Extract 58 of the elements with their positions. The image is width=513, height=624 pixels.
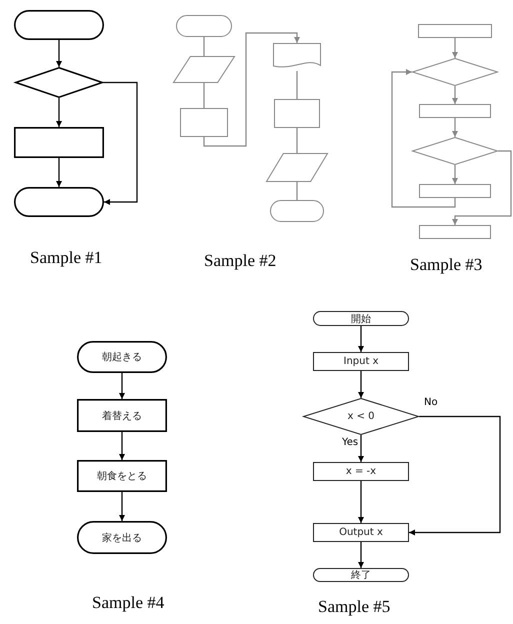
arrow <box>391 69 456 208</box>
connector-line <box>296 128 298 153</box>
arrow <box>409 416 501 536</box>
arrow <box>358 326 364 352</box>
decision-diamond <box>15 67 103 98</box>
arrow <box>119 432 125 460</box>
process-box <box>418 24 492 38</box>
arrow <box>103 82 138 205</box>
decision-diamond <box>412 58 498 86</box>
arrow <box>358 371 364 398</box>
arrow <box>358 542 364 568</box>
arrow <box>452 165 458 184</box>
arrow <box>452 86 458 104</box>
edge-label: Yes <box>341 437 360 448</box>
process-box: 着替える <box>77 399 167 432</box>
arrow <box>452 118 458 137</box>
arrow <box>358 481 364 523</box>
input-output-shape <box>266 153 328 182</box>
process-box <box>419 184 491 198</box>
arrow <box>56 158 62 187</box>
decision-diamond: x < 0 <box>303 398 419 435</box>
sample-caption: Sample #3 <box>410 255 482 275</box>
arrow <box>56 98 62 127</box>
terminal-shape: 朝起きる <box>77 341 167 373</box>
process-box <box>180 108 228 137</box>
process-box <box>419 225 491 239</box>
sample-caption: Sample #5 <box>318 597 390 617</box>
connector-line <box>203 37 205 56</box>
process-box: Output x <box>313 523 409 542</box>
arrow <box>119 373 125 399</box>
arrow <box>358 435 364 462</box>
terminal-shape: 開始 <box>313 311 409 326</box>
arrow <box>452 38 458 58</box>
terminal-shape <box>176 15 232 37</box>
process-box: x = -x <box>313 462 409 481</box>
arrow <box>203 32 300 147</box>
input-output-shape <box>173 56 235 83</box>
terminal-shape <box>14 187 104 217</box>
process-box: Input x <box>313 352 409 371</box>
process-box <box>274 99 320 128</box>
connector-line <box>296 71 298 99</box>
process-box <box>14 127 104 158</box>
process-box: 朝食をとる <box>77 460 167 492</box>
terminal-shape: 家を出る <box>77 521 167 554</box>
connector-line <box>203 83 205 108</box>
terminal-shape: 終了 <box>313 568 409 582</box>
terminal-shape <box>14 10 104 40</box>
arrow <box>452 150 512 225</box>
terminal-shape <box>270 200 324 222</box>
edge-label: No <box>423 397 439 408</box>
sample-caption: Sample #2 <box>204 251 276 271</box>
arrow <box>56 40 62 67</box>
decision-diamond <box>412 137 498 165</box>
process-box <box>419 104 491 118</box>
sample-caption: Sample #1 <box>30 248 102 268</box>
sample-caption: Sample #4 <box>92 593 164 613</box>
connector-line <box>296 182 298 200</box>
arrow <box>119 492 125 521</box>
